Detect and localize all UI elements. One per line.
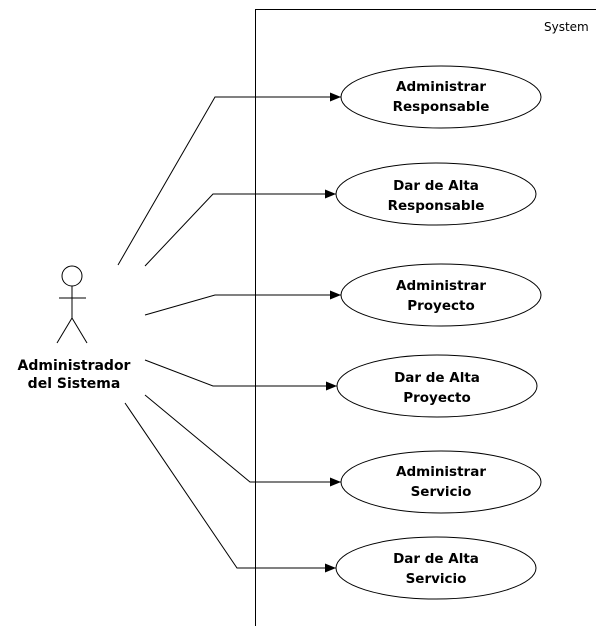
use-case-label-line2: Responsable <box>393 99 490 115</box>
use-case-alta-proyecto[interactable]: Dar de Alta Proyecto <box>336 354 538 418</box>
actor[interactable]: Administrador del Sistema <box>18 265 131 392</box>
use-case-label-line2: Servicio <box>406 571 467 587</box>
use-case-administrar-servicio[interactable]: Administrar Servicio <box>340 450 542 514</box>
actor-name-line2: del Sistema <box>28 376 121 392</box>
associations <box>117 92 341 573</box>
use-case-administrar-proyecto[interactable]: Administrar Proyecto <box>340 263 542 327</box>
use-case-label-line1: Dar de Alta <box>393 178 479 194</box>
use-cases: Administrar Responsable Dar de Alta Resp… <box>335 65 542 600</box>
association-administrar-servicio[interactable] <box>144 394 341 487</box>
use-case-alta-responsable[interactable]: Dar de Alta Responsable <box>335 162 537 226</box>
system-boundary[interactable]: System <box>255 9 596 626</box>
use-case-label-line2: Servicio <box>411 484 472 500</box>
actor-name-line1: Administrador <box>18 358 131 374</box>
use-case-label-line1: Administrar <box>396 79 486 95</box>
use-case-label-line1: Administrar <box>396 464 486 480</box>
use-case-label-line2: Proyecto <box>407 298 475 314</box>
use-case-label-line2: Proyecto <box>403 390 471 406</box>
use-case-label-line1: Dar de Alta <box>393 551 479 567</box>
system-label: System <box>544 20 589 34</box>
actor-right-leg <box>71 317 88 344</box>
use-case-label-line1: Administrar <box>396 278 486 294</box>
use-case-administrar-responsable[interactable]: Administrar Responsable <box>340 65 542 129</box>
association-administrar-responsable[interactable] <box>117 92 341 266</box>
association-alta-proyecto[interactable] <box>144 359 337 391</box>
use-case-label-line2: Responsable <box>388 198 485 214</box>
use-case-label-line1: Dar de Alta <box>394 370 480 386</box>
association-alta-servicio[interactable] <box>124 402 336 573</box>
actor-head <box>61 265 83 287</box>
use-case-alta-servicio[interactable]: Dar de Alta Servicio <box>335 536 537 600</box>
actor-left-leg <box>56 317 73 344</box>
association-administrar-proyecto[interactable] <box>144 290 341 316</box>
actor-stick-figure <box>56 265 88 344</box>
association-alta-responsable[interactable] <box>144 189 336 267</box>
